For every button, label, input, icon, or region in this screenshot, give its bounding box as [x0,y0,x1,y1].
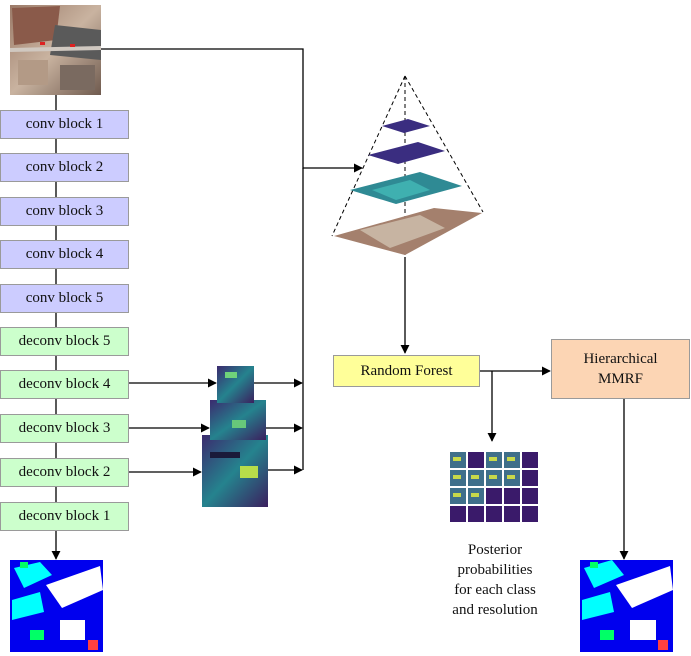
random-forest-box: Random Forest [333,355,480,387]
posterior-thumbnail [504,506,520,522]
cnn-output-segmentation [10,560,103,652]
conv-block-2-label: conv block 2 [25,159,104,175]
conv-block-1: conv block 1 [0,110,129,139]
conv-block-4: conv block 4 [0,240,129,269]
posterior-caption: Posterior probabilities for each class a… [420,540,570,620]
mmrf-output-segmentation [580,560,673,652]
deconv-block-1: deconv block 1 [0,502,129,531]
posterior-thumbnail-highlight [507,457,515,461]
posterior-thumbnail [504,488,520,504]
deconv-block-2-label: deconv block 2 [18,464,111,480]
posterior-thumbnail [468,506,484,522]
deconv-block-2: deconv block 2 [0,458,129,487]
posterior-thumbnail [522,470,538,486]
deconv-block-5-label: deconv block 5 [18,333,111,349]
posterior-thumbnail-highlight [489,475,497,479]
conv-block-3-label: conv block 3 [25,203,104,219]
posterior-caption-line2: probabilities [457,562,533,578]
posterior-caption-line1: Posterior [467,542,523,558]
posterior-thumbnail [486,488,502,504]
posterior-thumbnail [486,506,502,522]
posterior-thumbnail [522,506,538,522]
random-forest-label: Random Forest [360,362,453,379]
posterior-probability-grid [450,452,538,522]
deconv-block-3-label: deconv block 3 [18,420,111,436]
deconv-block-3: deconv block 3 [0,414,129,443]
deconv-block-4: deconv block 4 [0,370,129,399]
hierarchical-mmrf-box: Hierarchical MMRF [551,339,690,399]
posterior-thumbnail-highlight [507,475,515,479]
posterior-thumbnail-highlight [453,475,461,479]
posterior-thumbnail-highlight [453,493,461,497]
posterior-thumbnail [522,488,538,504]
conv-block-4-label: conv block 4 [25,246,104,262]
mmrf-label-line2: MMRF [597,371,644,387]
feature-map-stack [202,366,268,507]
posterior-thumbnail-highlight [471,493,479,497]
deconv-block-4-label: deconv block 4 [18,376,111,392]
conv-block-3: conv block 3 [0,197,129,226]
posterior-caption-line3: for each class [454,582,536,598]
posterior-thumbnail [522,452,538,468]
conv-block-5: conv block 5 [0,284,129,313]
deconv-block-1-label: deconv block 1 [18,508,111,524]
posterior-thumbnail [468,452,484,468]
posterior-thumbnail [450,506,466,522]
conv-block-1-label: conv block 1 [25,116,104,132]
mmrf-label-line1: Hierarchical [583,351,658,367]
posterior-thumbnail-highlight [453,457,461,461]
conv-block-5-label: conv block 5 [25,290,104,306]
deconv-block-5: deconv block 5 [0,327,129,356]
multiresolution-pyramid [331,75,484,256]
conv-block-2: conv block 2 [0,153,129,182]
posterior-caption-line4: and resolution [452,602,538,618]
posterior-thumbnail-highlight [489,457,497,461]
input-aerial-image [9,5,102,95]
posterior-thumbnail-highlight [471,475,479,479]
